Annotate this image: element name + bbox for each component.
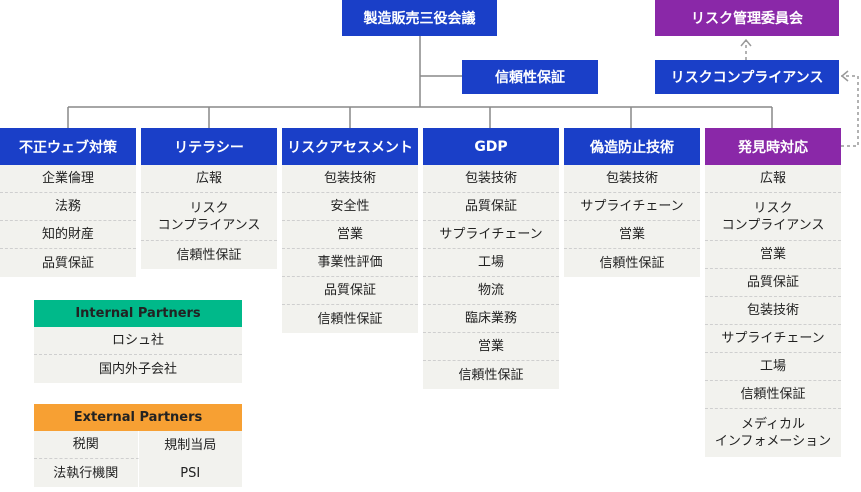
column-1: 不正ウェブ対策企業倫理法務知的財産品質保証 [0, 128, 136, 277]
column-item: 工場 [705, 353, 841, 381]
external-partner-item: PSI [138, 459, 242, 487]
reliability-assurance-box: 信頼性保証 [462, 60, 598, 94]
external-partners-header: External Partners [34, 404, 242, 431]
column-item: 包装技術 [282, 165, 418, 193]
column-item: 安全性 [282, 193, 418, 221]
column-item: 物流 [423, 277, 559, 305]
column-item: 品質保証 [0, 249, 136, 277]
column-item: 品質保証 [282, 277, 418, 305]
column-item: 法務 [0, 193, 136, 221]
risk-committee-box: リスク管理委員会 [655, 0, 839, 36]
internal-partners-header: Internal Partners [34, 300, 242, 327]
column-item: 信頼性保証 [705, 381, 841, 409]
column-header: 偽造防止技術 [564, 128, 700, 165]
column-header: リスクアセスメント [282, 128, 418, 165]
column-item: 品質保証 [705, 269, 841, 297]
column-item: メディカル インフォメーション [705, 409, 841, 457]
column-item: 品質保証 [423, 193, 559, 221]
column-item: 営業 [282, 221, 418, 249]
column-item: 営業 [564, 221, 700, 249]
external-partner-item: 規制当局 [138, 431, 242, 459]
column-3: リスクアセスメント包装技術安全性営業事業性評価品質保証信頼性保証 [282, 128, 418, 333]
column-item: 信頼性保証 [141, 241, 277, 269]
external-partner-item: 税関 [34, 431, 139, 459]
column-item: 広報 [705, 165, 841, 193]
column-item: 信頼性保証 [564, 249, 700, 277]
column-item: 広報 [141, 165, 277, 193]
column-item: サプライチェーン [705, 325, 841, 353]
column-item: リスク コンプライアンス [141, 193, 277, 241]
internal-partner-item: ロシュ社 [34, 327, 242, 355]
column-header: リテラシー [141, 128, 277, 165]
column-item: 企業倫理 [0, 165, 136, 193]
column-item: 包装技術 [705, 297, 841, 325]
column-item: 包装技術 [423, 165, 559, 193]
column-item: 信頼性保証 [282, 305, 418, 333]
column-item: 営業 [423, 333, 559, 361]
internal-partners-panel: Internal Partners ロシュ社 国内外子会社 [34, 300, 242, 383]
risk-compliance-box: リスクコンプライアンス [655, 60, 839, 94]
board-meeting-box: 製造販売三役会議 [342, 0, 497, 36]
external-partners-panel: External Partners 税関 規制当局 法執行機関 PSI [34, 404, 242, 487]
column-item: 工場 [423, 249, 559, 277]
column-header: GDP [423, 128, 559, 165]
column-item: 知的財産 [0, 221, 136, 249]
column-header: 不正ウェブ対策 [0, 128, 136, 165]
column-5: 偽造防止技術包装技術サプライチェーン営業信頼性保証 [564, 128, 700, 277]
column-6: 発見時対応広報リスク コンプライアンス営業品質保証包装技術サプライチェーン工場信… [705, 128, 841, 457]
column-item: 臨床業務 [423, 305, 559, 333]
column-item: 包装技術 [564, 165, 700, 193]
internal-partner-item: 国内外子会社 [34, 355, 242, 383]
column-item: 信頼性保証 [423, 361, 559, 389]
column-item: サプライチェーン [564, 193, 700, 221]
column-item: 営業 [705, 241, 841, 269]
column-2: リテラシー広報リスク コンプライアンス信頼性保証 [141, 128, 277, 269]
column-item: 事業性評価 [282, 249, 418, 277]
external-partner-item: 法執行機関 [34, 459, 139, 487]
column-item: サプライチェーン [423, 221, 559, 249]
column-header: 発見時対応 [705, 128, 841, 165]
column-item: リスク コンプライアンス [705, 193, 841, 241]
